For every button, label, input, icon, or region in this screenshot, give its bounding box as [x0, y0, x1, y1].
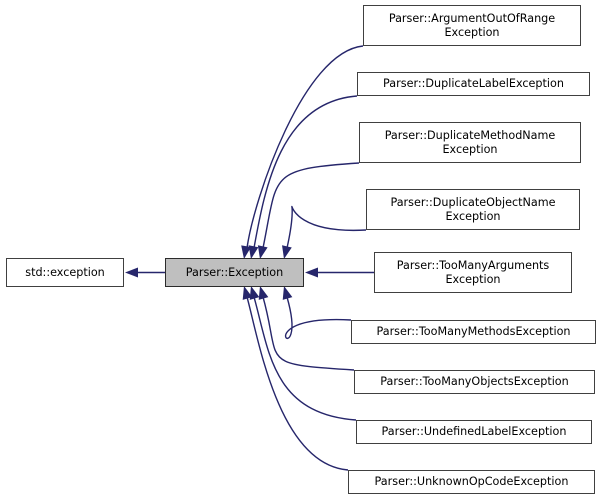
edge-duplicate-object-name-exception: [286, 205, 367, 249]
edges-group: [125, 45, 374, 471]
node-too-many-arguments-exception-label: Parser::TooManyArguments Exception: [396, 259, 550, 286]
arrowhead-too-many-arguments-exception: [305, 267, 318, 278]
node-std-exception-label: std::exception: [25, 265, 105, 279]
arrowhead-too-many-methods-exception: [282, 286, 293, 300]
arrowhead-too-many-objects-exception: [258, 286, 269, 300]
node-duplicate-object-name-exception[interactable]: Parser::DuplicateObjectName Exception: [366, 189, 580, 230]
node-unknown-opcode-exception-label: Parser::UnknownOpCodeException: [374, 475, 569, 489]
node-std-exception[interactable]: std::exception: [6, 258, 124, 287]
arrowhead-duplicate-method-name-exception: [257, 245, 268, 259]
node-unknown-opcode-exception[interactable]: Parser::UnknownOpCodeException: [348, 470, 595, 494]
node-parser-exception[interactable]: Parser::Exception: [165, 258, 304, 287]
arrowhead-unknown-opcode-exception: [242, 286, 253, 300]
arrowhead-std-exception: [125, 267, 138, 278]
node-duplicate-object-name-exception-label: Parser::DuplicateObjectName Exception: [390, 196, 556, 223]
arrowhead-undefined-label-exception: [249, 286, 260, 300]
edge-duplicate-label-exception: [253, 95, 358, 249]
node-undefined-label-exception-label: Parser::UndefinedLabelException: [381, 425, 567, 439]
arrowhead-duplicate-label-exception: [248, 245, 259, 259]
arrowhead-argument-out-of-range-exception: [241, 245, 252, 259]
node-undefined-label-exception[interactable]: Parser::UndefinedLabelException: [356, 420, 592, 444]
arrowhead-duplicate-object-name-exception: [282, 245, 292, 259]
node-duplicate-method-name-exception[interactable]: Parser::DuplicateMethodName Exception: [359, 122, 581, 163]
edge-unknown-opcode-exception: [246, 296, 349, 471]
node-too-many-methods-exception-label: Parser::TooManyMethodsException: [376, 325, 571, 339]
edge-too-many-methods-exception: [284, 296, 352, 340]
edge-duplicate-method-name-exception: [262, 162, 360, 249]
node-argument-out-of-range-exception-label: Parser::ArgumentOutOfRange Exception: [388, 12, 556, 39]
node-duplicate-label-exception-label: Parser::DuplicateLabelException: [383, 77, 564, 91]
edge-too-many-objects-exception: [262, 296, 355, 371]
edge-argument-out-of-range-exception: [246, 45, 364, 249]
edge-undefined-label-exception: [253, 296, 357, 421]
node-parser-exception-label: Parser::Exception: [185, 265, 284, 279]
node-too-many-arguments-exception[interactable]: Parser::TooManyArguments Exception: [374, 252, 572, 293]
node-argument-out-of-range-exception[interactable]: Parser::ArgumentOutOfRange Exception: [363, 5, 581, 46]
node-duplicate-label-exception[interactable]: Parser::DuplicateLabelException: [357, 72, 590, 96]
node-too-many-objects-exception[interactable]: Parser::TooManyObjectsException: [354, 370, 595, 394]
node-too-many-methods-exception[interactable]: Parser::TooManyMethodsException: [351, 320, 596, 344]
node-duplicate-method-name-exception-label: Parser::DuplicateMethodName Exception: [384, 129, 556, 156]
node-too-many-objects-exception-label: Parser::TooManyObjectsException: [380, 375, 569, 389]
